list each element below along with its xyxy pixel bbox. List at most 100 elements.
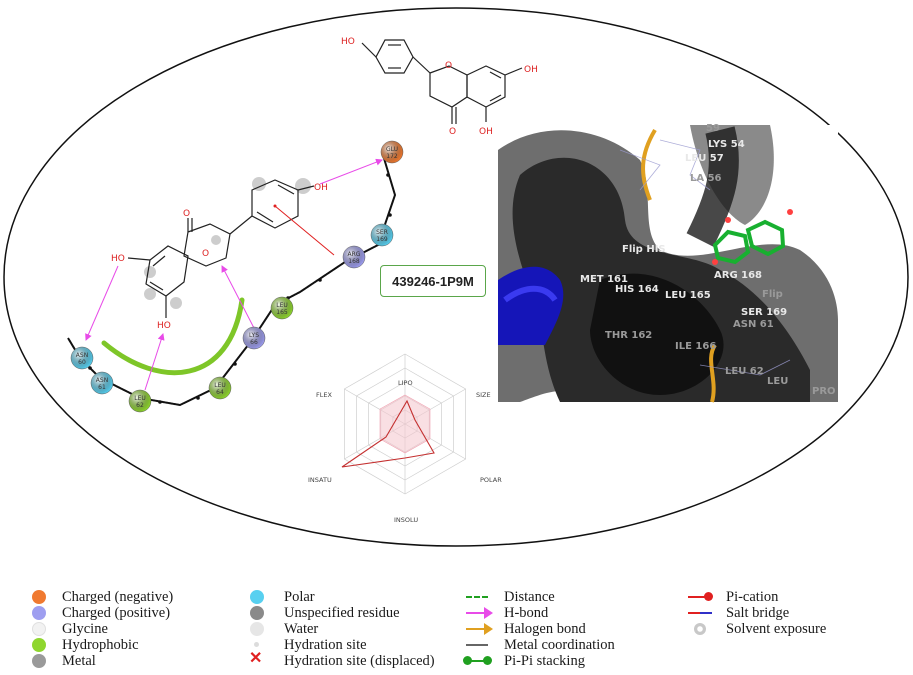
metal-swatch xyxy=(32,654,46,668)
residue-shading xyxy=(343,246,365,268)
atom-label: OH xyxy=(479,127,493,137)
svg-text:59: 59 xyxy=(706,123,720,134)
residue-name: LYS xyxy=(249,332,259,339)
legend-halogen-bond: Halogen bond xyxy=(504,621,586,637)
residue-shading xyxy=(381,141,403,163)
svg-text:ASN 61: ASN 61 xyxy=(733,319,774,330)
water-swatch xyxy=(250,622,264,636)
atom-label: O xyxy=(202,249,209,259)
atom-label: O xyxy=(449,127,456,137)
svg-text:LEU 57: LEU 57 xyxy=(685,153,724,164)
svg-text:ILE 166: ILE 166 xyxy=(675,341,716,352)
chain-dots xyxy=(88,173,392,404)
outer-ellipse xyxy=(3,7,909,547)
legend-pi-cation: Pi-cation xyxy=(726,589,779,605)
hbond-line xyxy=(85,265,119,341)
residue-shading xyxy=(371,224,393,246)
legend-metal: Metal xyxy=(62,653,96,669)
halogen-arrow-head-icon xyxy=(484,623,493,635)
residue-shading xyxy=(71,347,93,369)
metal-coordination-line-icon xyxy=(466,644,488,646)
legend-hydration-site: Hydration site xyxy=(284,637,367,653)
displaced-x-icon: ✕ xyxy=(249,650,263,667)
svg-text:THR 162: THR 162 xyxy=(605,330,652,341)
solvent-exposure-icon xyxy=(694,623,706,635)
hydration-site-swatch xyxy=(254,642,259,647)
legend-solvent-exposure: Solvent exposure xyxy=(726,621,827,637)
legend-water: Water xyxy=(284,621,319,637)
salt-bridge-line-icon xyxy=(688,612,712,614)
svg-text:ARG 168: ARG 168 xyxy=(714,270,762,281)
residue-shading xyxy=(129,390,151,412)
legend-distance: Distance xyxy=(504,589,555,605)
svg-text:LEU 62: LEU 62 xyxy=(725,366,764,377)
unspecified-swatch xyxy=(250,606,264,620)
ligand-structure xyxy=(127,179,315,318)
svg-text:PRO: PRO xyxy=(812,386,836,397)
svg-text:SER 169: SER 169 xyxy=(741,307,787,318)
hbond-line xyxy=(221,265,256,331)
residue-name: LEU xyxy=(134,395,146,402)
svg-text:MET 161: MET 161 xyxy=(580,274,628,285)
radar-axis-flex: FLEX xyxy=(316,391,332,399)
svg-text:HIS 164: HIS 164 xyxy=(615,284,659,295)
legend-polar: Polar xyxy=(284,589,315,605)
residue-name: SER xyxy=(376,229,388,236)
top-structure xyxy=(361,39,523,124)
residue-shading xyxy=(271,297,293,319)
pi-cation-dot-icon xyxy=(704,592,713,601)
solvent-halos xyxy=(144,177,311,309)
distance-line-icon xyxy=(466,596,488,598)
radar-axis-insatu: INSATU xyxy=(308,476,332,484)
halogen-arrow-icon xyxy=(466,628,488,630)
residue-number: 169 xyxy=(376,236,388,243)
legend-unspecified-residue: Unspecified residue xyxy=(284,605,400,621)
residue-number: 66 xyxy=(250,339,258,346)
atom-label: HO xyxy=(341,37,355,47)
residue-shading xyxy=(209,377,231,399)
glycine-swatch xyxy=(32,622,46,636)
residue-number: 172 xyxy=(386,153,398,160)
hydrophobic-swatch xyxy=(32,638,46,652)
hbond-line xyxy=(144,333,165,391)
pipi-dot-right-icon xyxy=(483,656,492,665)
residue-name: LEU xyxy=(214,382,226,389)
hydrophobic-arc xyxy=(101,297,245,375)
residue-number: 62 xyxy=(136,402,144,409)
legend-pipi-stacking: Pi-Pi stacking xyxy=(504,653,585,669)
svg-text:LA 56: LA 56 xyxy=(690,173,722,184)
ligand-3d xyxy=(712,219,786,265)
radar-axis-polar: POLAR xyxy=(480,476,502,484)
hbond-line xyxy=(319,158,383,185)
svg-text:Flip: Flip xyxy=(762,289,783,300)
residue-chain xyxy=(67,154,397,407)
polar-swatch xyxy=(250,590,264,604)
hbond-arrow-icon xyxy=(466,612,488,614)
pi-cation-line-icon xyxy=(688,596,708,598)
residue-name: ASN xyxy=(96,377,108,384)
charged-negative-swatch xyxy=(32,590,46,604)
residue-number: 165 xyxy=(276,309,288,316)
svg-text:Flip HIS: Flip HIS xyxy=(622,244,666,255)
residue-name: LEU xyxy=(276,302,288,309)
residue-number: 61 xyxy=(98,384,106,391)
residue-number: 64 xyxy=(216,389,224,396)
radar-axis-lipo: LIPO xyxy=(398,379,413,387)
radar-chart: LIPO SIZE POLAR INSOLU INSATU FLEX xyxy=(308,353,502,524)
radar-ideal-zone xyxy=(379,394,431,454)
legend-hydrophobic: Hydrophobic xyxy=(62,637,139,653)
atom-label: O xyxy=(445,61,452,71)
residue-name: ASN xyxy=(76,352,88,359)
legend-glycine: Glycine xyxy=(62,621,108,637)
residue-name: ARG xyxy=(348,251,361,258)
atom-label: HO xyxy=(157,321,171,331)
